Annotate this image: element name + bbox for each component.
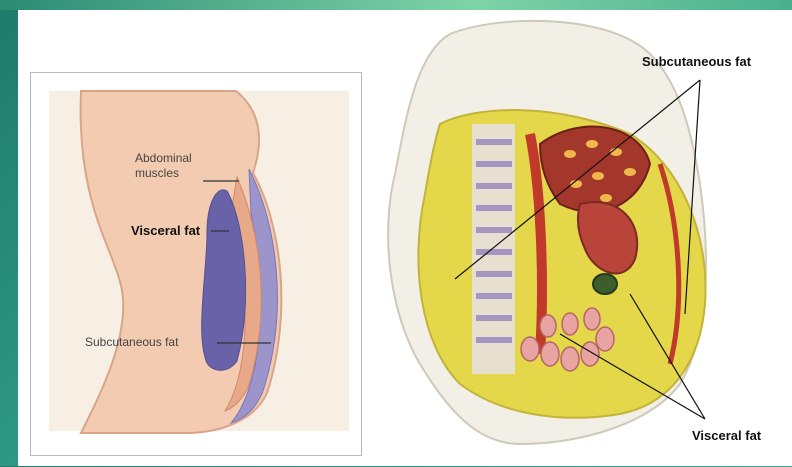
label-abdominal-muscles-line2: muscles — [135, 166, 179, 180]
label-visceral-fat-right: Visceral fat — [692, 428, 761, 443]
label-subcutaneous-fat-right: Subcutaneous fat — [642, 54, 751, 69]
right-diagram-panel: Subcutaneous fat Visceral fat — [380, 14, 788, 462]
left-diagram-svg — [31, 73, 361, 455]
left-diagram-panel: Abdominal muscles Visceral fat Subcutane… — [30, 72, 362, 456]
label-abdominal-muscles-line1: Abdominal — [135, 151, 192, 165]
label-subcutaneous-fat-left: Subcutaneous fat — [85, 335, 178, 349]
label-visceral-fat-left: Visceral fat — [131, 223, 200, 238]
slide-top-accent — [0, 0, 792, 10]
right-diagram-svg — [380, 14, 788, 462]
dark-organ — [593, 274, 617, 294]
